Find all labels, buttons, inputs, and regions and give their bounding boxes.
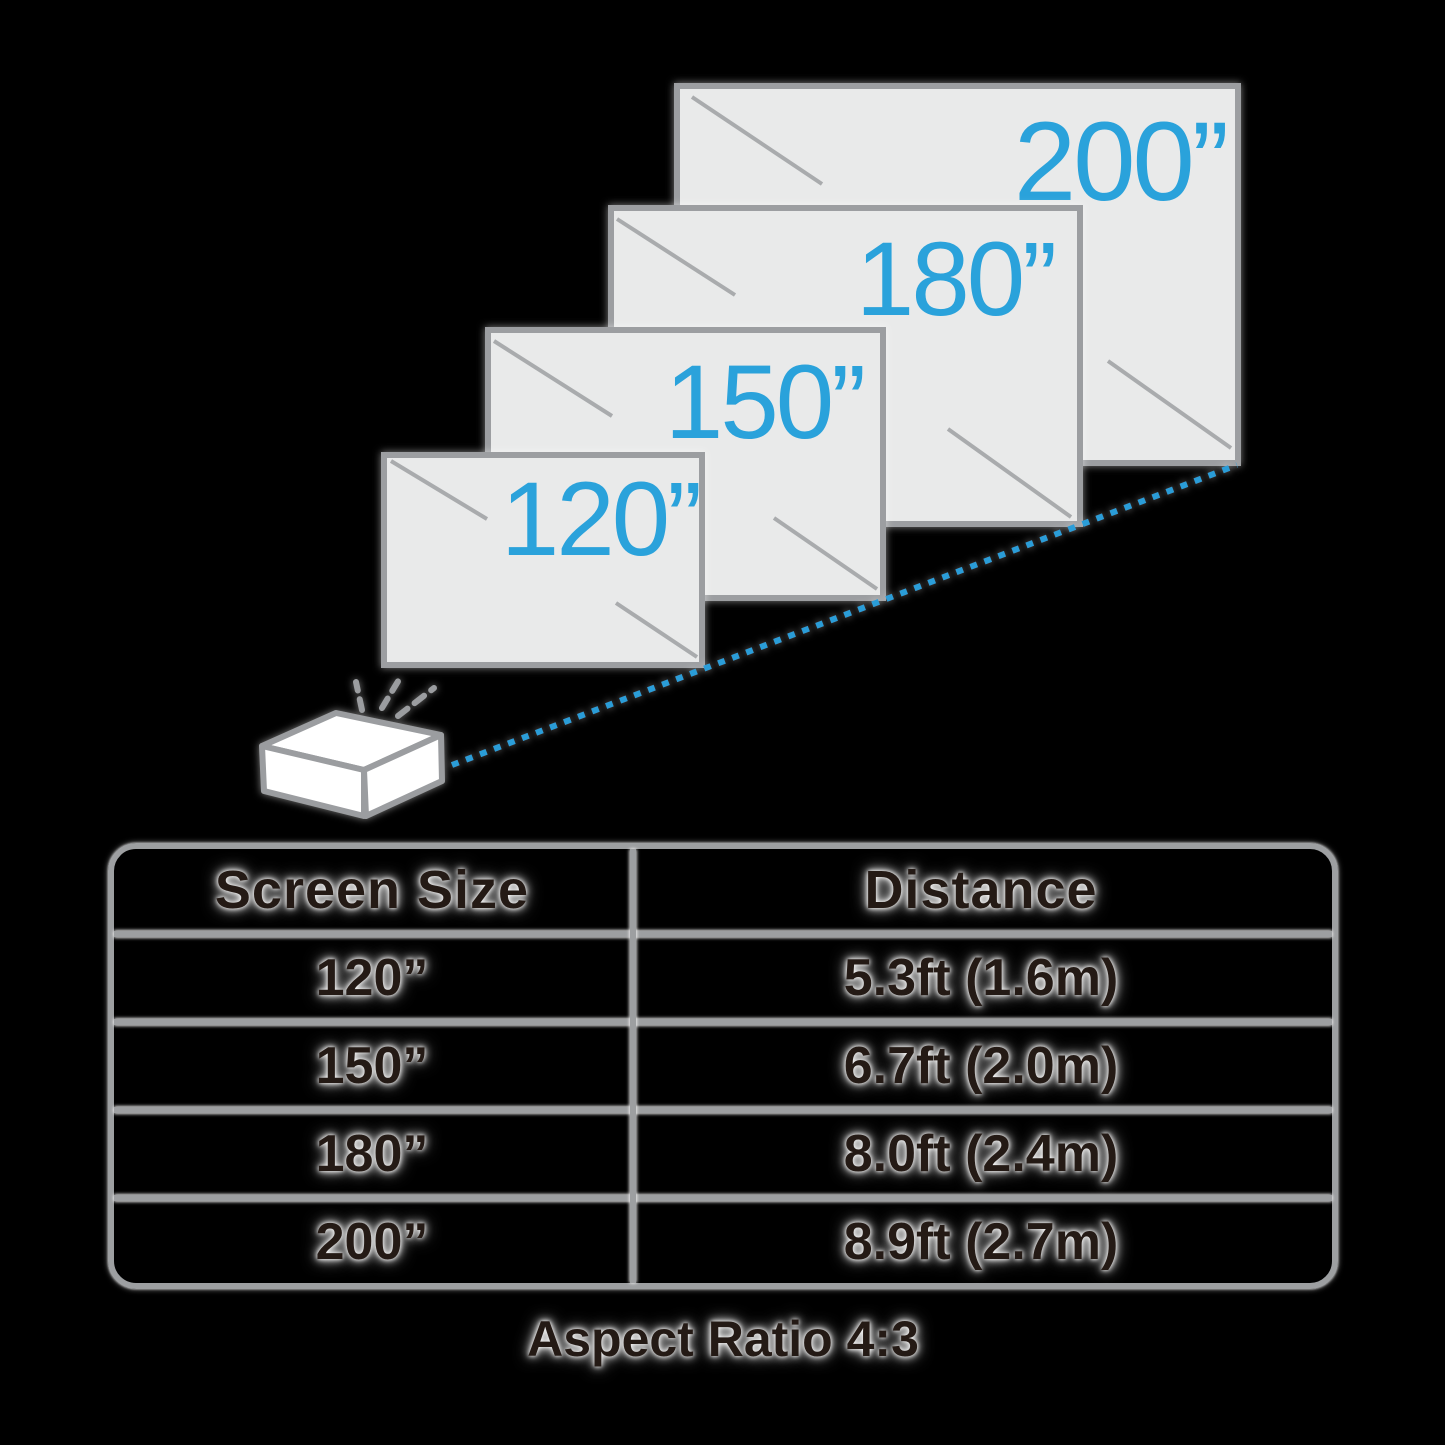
table-header-row: Screen Size Distance [114,849,1332,931]
column-divider [630,849,636,1283]
screen-size-header: Screen Size [214,860,530,920]
screen-size-cell: 150” [315,1037,429,1095]
screen-size-distance-table: Screen Size Distance 120” 5.3ft (1.6m) 1… [108,843,1338,1289]
row-divider [114,1195,1332,1201]
projector-icon [259,710,445,819]
throw-distance-diagram: 200” 180” 150” 120” [259,83,1241,819]
light-rays-icon [353,675,437,719]
screen-shine-line [772,516,879,591]
table-row: 200” 8.9ft (2.7m) [114,1201,1332,1283]
table-row: 180” 8.0ft (2.4m) [114,1113,1332,1195]
screen-200-size-label: 200” [1014,99,1226,224]
screen-size-cell: 120” [315,949,429,1007]
screen-150-size-label: 150” [665,344,863,461]
distance-cell: 6.7ft (2.0m) [843,1037,1119,1095]
row-divider [114,931,1332,937]
light-ray [353,679,365,713]
distance-header: Distance [864,860,1098,920]
screen-120-size-label: 120” [501,461,699,578]
screen-size-cell: 180” [315,1125,429,1183]
screen-shine-line [614,601,699,659]
projector-right-face [361,732,445,819]
screen-shine-line [946,427,1073,519]
row-divider [114,1107,1332,1113]
screen-120: 120” [381,452,705,668]
light-ray [379,675,403,711]
screen-180-size-label: 180” [856,221,1054,338]
screen-shine-line [690,95,824,186]
table-row: 150” 6.7ft (2.0m) [114,1025,1332,1107]
distance-cell: 5.3ft (1.6m) [843,949,1119,1007]
row-divider [114,1019,1332,1025]
screen-shine-line [1106,359,1233,450]
throw-distance-line-icon [450,462,1239,768]
distance-cell: 8.9ft (2.7m) [843,1213,1119,1271]
light-ray [395,685,437,719]
table-row: 120” 5.3ft (1.6m) [114,937,1332,1019]
screen-shine-line [492,339,614,418]
screen-shine-line [389,459,489,521]
distance-cell: 8.0ft (2.4m) [843,1125,1119,1183]
aspect-ratio-caption: Aspect Ratio 4:3 [527,1311,919,1367]
screen-shine-line [615,217,737,297]
screen-size-cell: 200” [315,1213,429,1271]
